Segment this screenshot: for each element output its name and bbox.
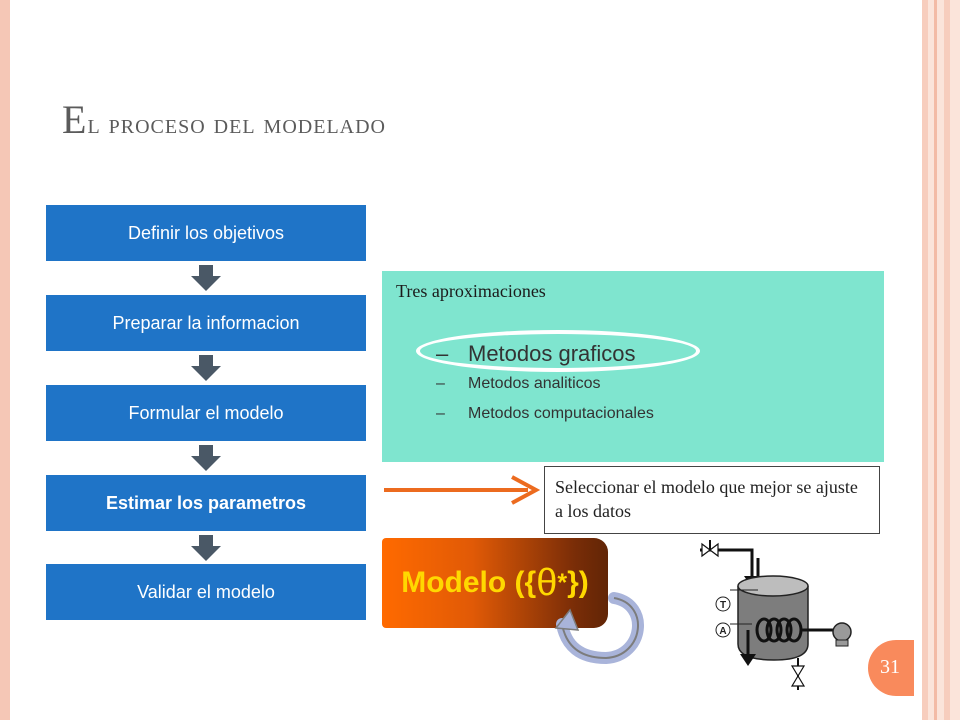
approaches-heading: Tres aproximaciones bbox=[396, 281, 546, 301]
model-label: Modelo ({θ*}) bbox=[382, 538, 608, 628]
approach-item-computational: –Metodos computacionales bbox=[436, 405, 654, 422]
down-arrow-icon bbox=[191, 535, 221, 561]
step-prepare-information: Preparar la informacion bbox=[46, 295, 366, 351]
down-arrow-icon bbox=[191, 355, 221, 381]
frame-stripe bbox=[934, 0, 937, 720]
highlight-ellipse bbox=[416, 330, 700, 372]
step-formulate-model: Formular el modelo bbox=[46, 385, 366, 441]
step-validate-model: Validar el modelo bbox=[46, 564, 366, 620]
model-selection-note: Seleccionar el modelo que mejor se ajust… bbox=[544, 466, 880, 534]
step-define-objectives: Definir los objetivos bbox=[46, 205, 366, 261]
slide-title: El proceso del modelado bbox=[62, 96, 386, 143]
page-number: 31 bbox=[880, 656, 900, 678]
reactor-label-t: T bbox=[720, 600, 726, 611]
frame-stripe bbox=[944, 0, 950, 720]
page-number-badge: 31 bbox=[868, 640, 914, 696]
reactor-label-a: A bbox=[719, 626, 726, 637]
reactor-diagram: T A bbox=[700, 540, 852, 690]
step-estimate-parameters: Estimar los parametros bbox=[46, 475, 366, 531]
feedback-loop-icon bbox=[554, 592, 644, 665]
approach-item-analytical: –Metodos analiticos bbox=[436, 375, 601, 392]
title-rest: l proceso del modelado bbox=[87, 109, 386, 140]
down-arrow-icon bbox=[191, 265, 221, 291]
right-frame-stripes bbox=[922, 0, 960, 720]
left-frame-stripe bbox=[0, 0, 10, 720]
title-initial: E bbox=[62, 97, 88, 142]
down-arrow-icon bbox=[191, 445, 221, 471]
right-arrow-icon bbox=[384, 475, 541, 505]
frame-stripe bbox=[922, 0, 928, 720]
